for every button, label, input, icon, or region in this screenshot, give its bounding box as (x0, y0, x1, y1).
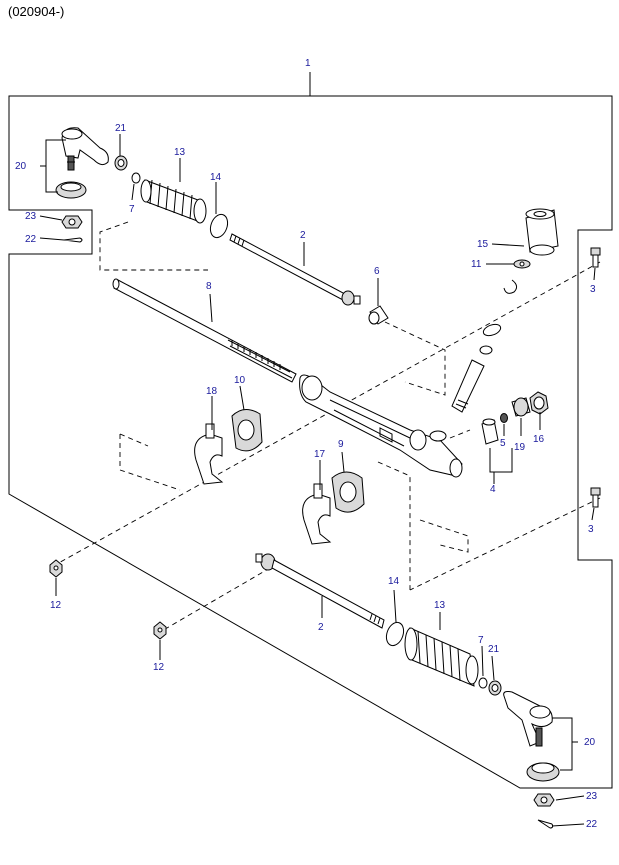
nut-lower-23 (533, 793, 555, 807)
callout-22b: 22 (586, 819, 598, 830)
callout-4: 4 (490, 484, 496, 495)
tie-rod-end-upper (61, 127, 109, 171)
yoke-plug-19 (511, 397, 531, 417)
callout-2b: 2 (318, 622, 324, 633)
callout-8: 8 (206, 281, 212, 292)
rack-support-yoke-4 (481, 418, 499, 445)
callout-14a: 14 (210, 172, 222, 183)
dust-seal-15 (525, 208, 559, 256)
clip-lower-7 (478, 677, 488, 689)
callout-20a: 20 (15, 161, 27, 172)
callout-18: 18 (206, 386, 218, 397)
assembly-outline (8, 95, 613, 789)
callout-10: 10 (234, 375, 246, 386)
rack-bushing-6 (368, 305, 389, 325)
bellows-lower-13 (404, 627, 479, 687)
pinion-shaft (451, 345, 493, 413)
bolt-lower-3 (590, 487, 601, 508)
diagram-code: (020904-) (8, 4, 65, 19)
callout-13b: 13 (434, 600, 446, 611)
lock-nut-lower-21 (488, 680, 502, 696)
nut-upper-23 (61, 215, 83, 229)
nut-mid-12 (153, 621, 167, 640)
lock-nut-upper-21 (114, 155, 128, 171)
callout-23b: 23 (586, 791, 598, 802)
clip-upper-7 (131, 172, 141, 184)
callout-2a: 2 (300, 230, 306, 241)
dust-cover-lower (526, 762, 560, 782)
bolt-upper-3 (590, 247, 601, 268)
callout-19: 19 (514, 442, 526, 453)
dust-cover-upper (55, 181, 87, 199)
tie-rod-lower-2 (255, 553, 385, 629)
spring-5 (500, 413, 508, 423)
callout-16: 16 (533, 434, 545, 445)
callout-21b: 21 (488, 644, 500, 655)
tie-rod-upper-2 (229, 233, 361, 306)
nut-left-12 (49, 559, 63, 578)
callout-12a: 12 (50, 600, 62, 611)
callouts: 1 21 13 20 14 7 23 2 22 15 11 6 3 8 10 1… (15, 58, 598, 830)
tie-rod-end-lower (503, 691, 553, 747)
rack-bar-8 (112, 278, 297, 383)
bellows-upper-13 (140, 179, 207, 224)
seal-ring-pinion (482, 323, 502, 337)
band-upper-14 (209, 213, 229, 239)
callout-12b: 12 (153, 662, 165, 673)
callout-22a: 22 (25, 234, 37, 245)
lock-nut-16 (529, 391, 549, 415)
callout-23a: 23 (25, 211, 37, 222)
mounting-bush-9 (331, 471, 365, 513)
callout-15: 15 (477, 239, 489, 250)
clamp-18 (194, 423, 224, 485)
callout-6: 6 (374, 266, 380, 277)
callout-7a: 7 (129, 204, 135, 215)
band-lower-14 (385, 621, 405, 647)
callout-20b: 20 (584, 737, 596, 748)
cotter-pin-upper-22 (63, 237, 83, 243)
clamp-17 (302, 483, 332, 545)
callout-9: 9 (338, 439, 344, 450)
alignment-dashes (54, 221, 601, 633)
cotter-pin-lower-22 (537, 819, 554, 829)
callout-1: 1 (305, 58, 311, 69)
callout-17: 17 (314, 449, 326, 460)
snap-ring-11 (503, 259, 531, 294)
leader-lines (39, 134, 596, 827)
callout-11: 11 (471, 259, 482, 270)
callout-5: 5 (500, 438, 506, 449)
callout-21a: 21 (115, 123, 127, 134)
callout-7b: 7 (478, 635, 484, 646)
callout-3a: 3 (590, 284, 596, 295)
callout-14b: 14 (388, 576, 400, 587)
callout-13a: 13 (174, 147, 186, 158)
callout-3b: 3 (588, 524, 594, 535)
mounting-bush-10 (231, 409, 263, 452)
gear-housing (299, 374, 463, 478)
